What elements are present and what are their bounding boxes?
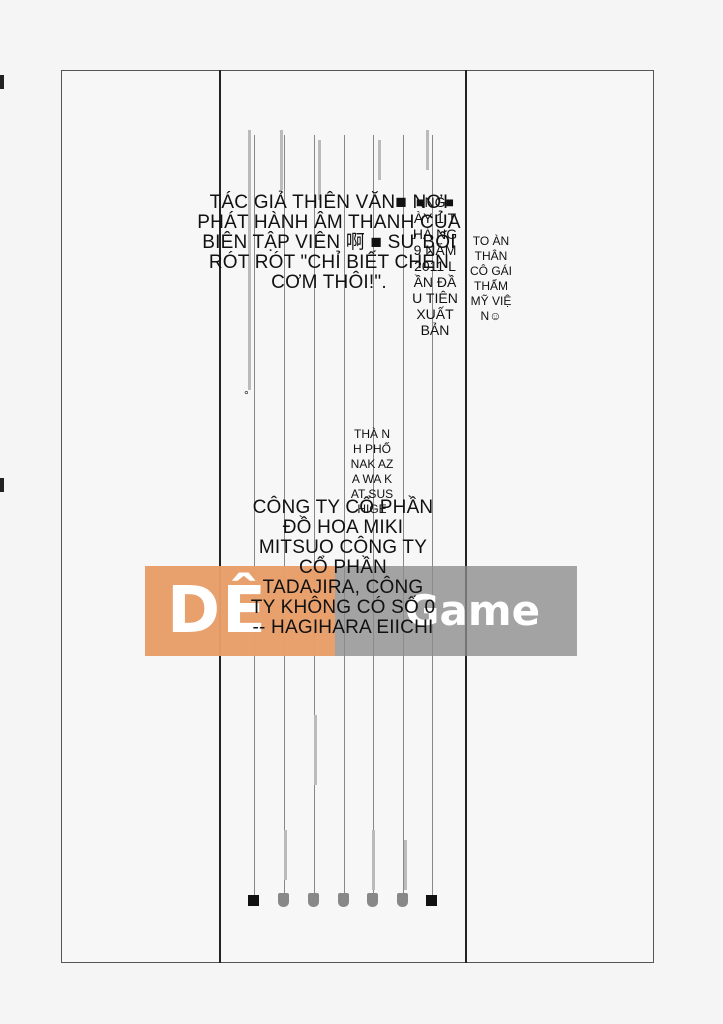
edge-tick [0,478,4,492]
column-line [373,135,374,895]
faint-text-column [314,715,317,785]
column-separator-left [219,70,221,963]
column-line [284,135,285,895]
watermark-suffix: Game [405,586,541,635]
degree-mark: ° [244,388,249,402]
faint-text-column [284,830,287,880]
city-text: THÀ NH PHỐ NAK AZA WA KAT SUS HIGE [350,427,394,516]
column-end-marker [426,895,437,906]
column-separator-right [465,70,467,963]
column-line [432,135,433,895]
edge-tick [0,75,4,89]
column-line [403,135,404,895]
publication-date-text: ■NG■ ÀY 1 THÁ NG 9 NĂM 2011 LẦN ĐẦU TIÊN… [412,194,458,338]
company-credit-text: CÔNG TY CỔ PHẦN ĐỒ HOA MIKI MITSUO CÔNG … [250,497,436,638]
faint-text-column [372,830,375,890]
faint-text-column [378,140,381,180]
column-line [314,135,315,895]
colophon-frame [61,70,654,963]
column-end-marker [278,893,289,907]
faint-text-column [404,840,407,890]
author-credit-text: TÁC GIẢ THIÊN VĂN■ NƠI PHÁT HÀNH ÂM THAN… [197,192,461,293]
watermark-banner: DÊ Game [145,566,577,656]
faint-text-column [318,140,321,200]
column-end-marker [308,893,319,907]
column-line [344,135,345,895]
column-end-marker [338,893,349,907]
watermark-brand-block [145,566,335,656]
faint-text-column [426,130,429,170]
book-title-text: TO ÀN THÂN CÔ GÁI THẨM MỸ VIỆ N☺ [470,234,513,323]
column-line [254,135,255,895]
faint-text-column [248,130,251,390]
watermark-brand: DÊ [167,574,268,648]
faint-text-column [280,130,283,190]
column-end-marker [248,895,259,906]
column-end-marker [367,893,378,907]
column-end-marker [397,893,408,907]
